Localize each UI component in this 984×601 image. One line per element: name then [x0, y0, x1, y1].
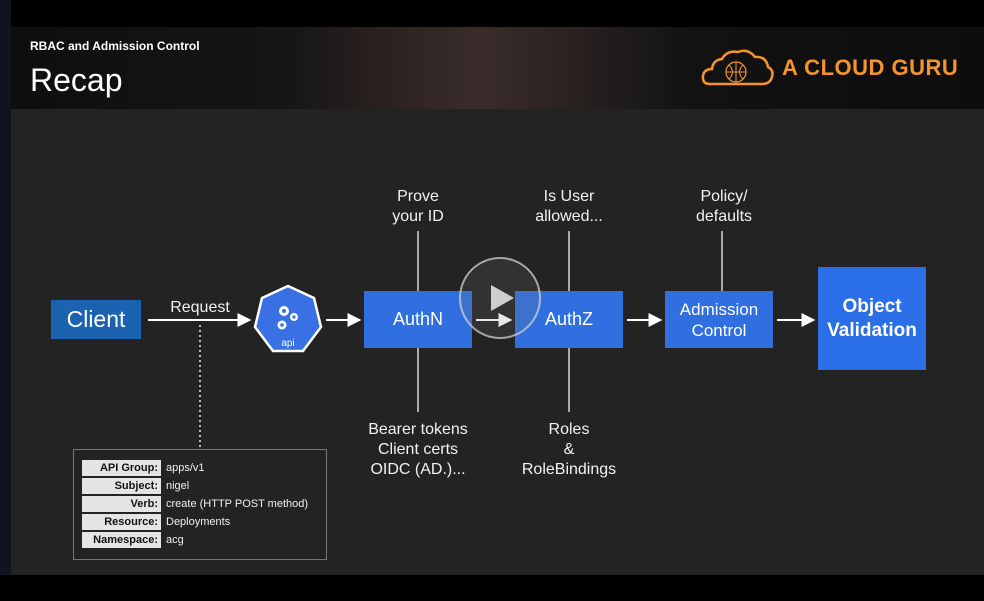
detail-value: acg — [166, 534, 184, 546]
authn-top-note: Prove your ID — [392, 188, 444, 225]
detail-key: Verb: — [82, 496, 161, 512]
authn-box: AuthN — [364, 291, 472, 348]
slide-title: Recap — [30, 62, 123, 98]
client-box: Client — [51, 300, 141, 339]
kubernetes-api-icon: api — [253, 284, 323, 353]
object-validation-box: Object Validation — [818, 267, 926, 370]
slide-header — [11, 27, 984, 109]
play-icon[interactable] — [458, 256, 542, 340]
detail-key: Subject: — [82, 478, 161, 494]
detail-key: Namespace: — [82, 532, 161, 548]
admission-top-note: Policy/ defaults — [695, 188, 753, 225]
authz-top-note: Is User allowed... — [535, 188, 603, 225]
admission-control-box: Admission Control — [665, 291, 773, 348]
detail-key: Resource: — [82, 514, 161, 530]
detail-value: nigel — [166, 480, 190, 492]
video-bottom-bar — [0, 575, 984, 601]
left-edge-strip — [0, 0, 11, 601]
detail-value: Deployments — [166, 516, 231, 528]
authz-bottom-note: Roles & RoleBindings — [521, 421, 617, 478]
request-details-panel: API Group: apps/v1 Subject: nigel Verb: … — [73, 449, 327, 560]
slide-subtitle: RBAC and Admission Control — [30, 39, 200, 53]
request-label: Request — [170, 299, 230, 316]
detail-value: create (HTTP POST method) — [166, 498, 309, 510]
authn-bottom-note: Bearer tokens Client certs OIDC (AD.)... — [368, 421, 468, 478]
brand-name: A CLOUD GURU — [782, 55, 959, 80]
detail-key: API Group: — [82, 460, 161, 476]
cloud-logo-icon — [701, 49, 774, 86]
api-label: api — [281, 338, 294, 349]
detail-value: apps/v1 — [166, 462, 205, 474]
